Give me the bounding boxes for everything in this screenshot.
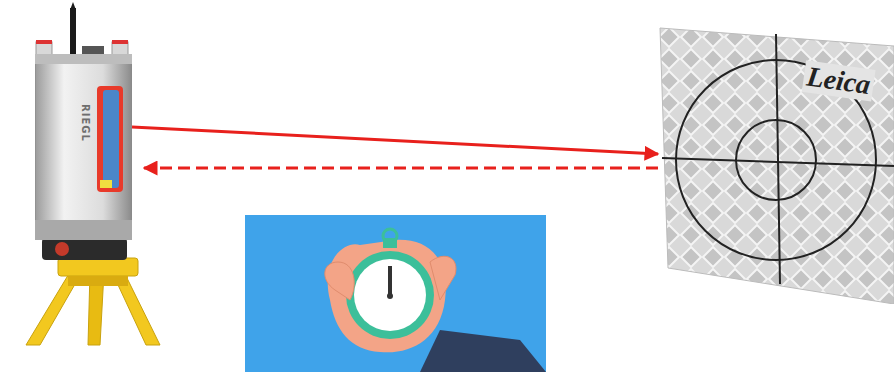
returned-beam — [144, 167, 658, 170]
reflective-target: Leica — [658, 26, 894, 304]
stopwatch-illustration — [245, 215, 546, 372]
emitted-beam — [132, 127, 658, 154]
laser-scanner: RIEGL — [35, 54, 132, 240]
laser-scanner-outline — [35, 54, 132, 240]
brand-label: RIEGL — [80, 104, 91, 142]
tripod — [26, 258, 160, 345]
